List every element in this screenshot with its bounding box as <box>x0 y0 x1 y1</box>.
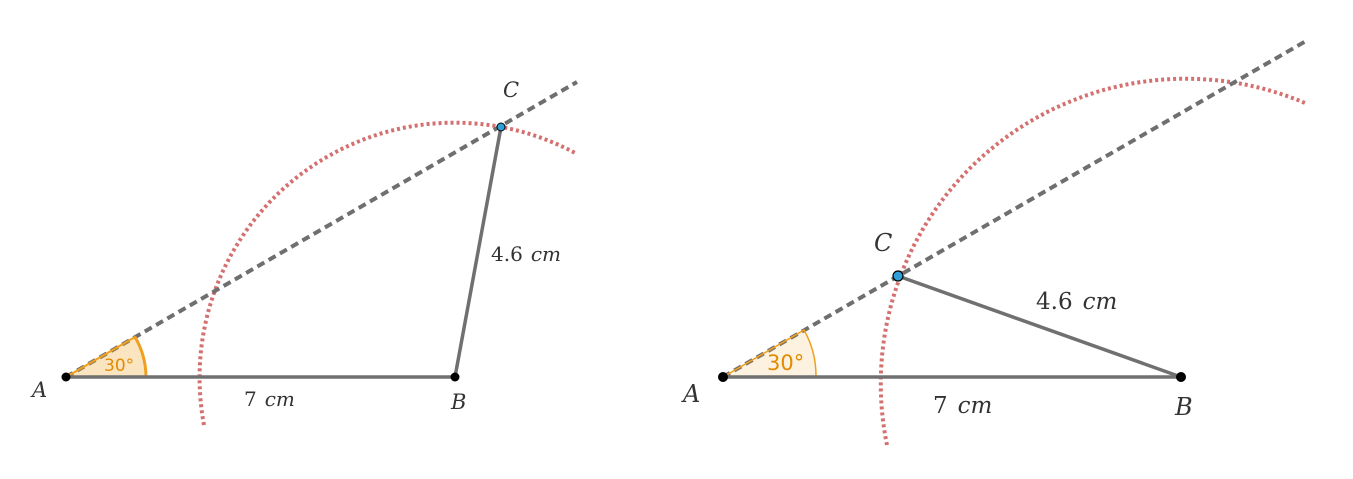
point-a <box>718 372 728 382</box>
label-c: C <box>874 229 892 257</box>
label-a: A <box>681 380 700 408</box>
point-a <box>61 372 71 382</box>
point-c <box>496 122 506 132</box>
compass-arc <box>878 76 1306 446</box>
compass-arc <box>197 120 578 426</box>
point-b <box>1176 372 1186 382</box>
point-c <box>892 270 904 282</box>
label-a: A <box>30 378 47 402</box>
label-c: C <box>503 78 519 102</box>
angle-label: 30° <box>767 351 804 375</box>
label-b: B <box>1174 393 1193 421</box>
angle-label: 30° <box>104 356 134 376</box>
segment-bc <box>453 126 503 378</box>
angle-arc <box>133 336 148 378</box>
point-b <box>450 372 460 382</box>
angle-ray <box>722 39 1307 379</box>
angle-ray <box>65 80 578 379</box>
label-b: B <box>450 390 466 414</box>
segment-bc <box>897 274 1182 379</box>
